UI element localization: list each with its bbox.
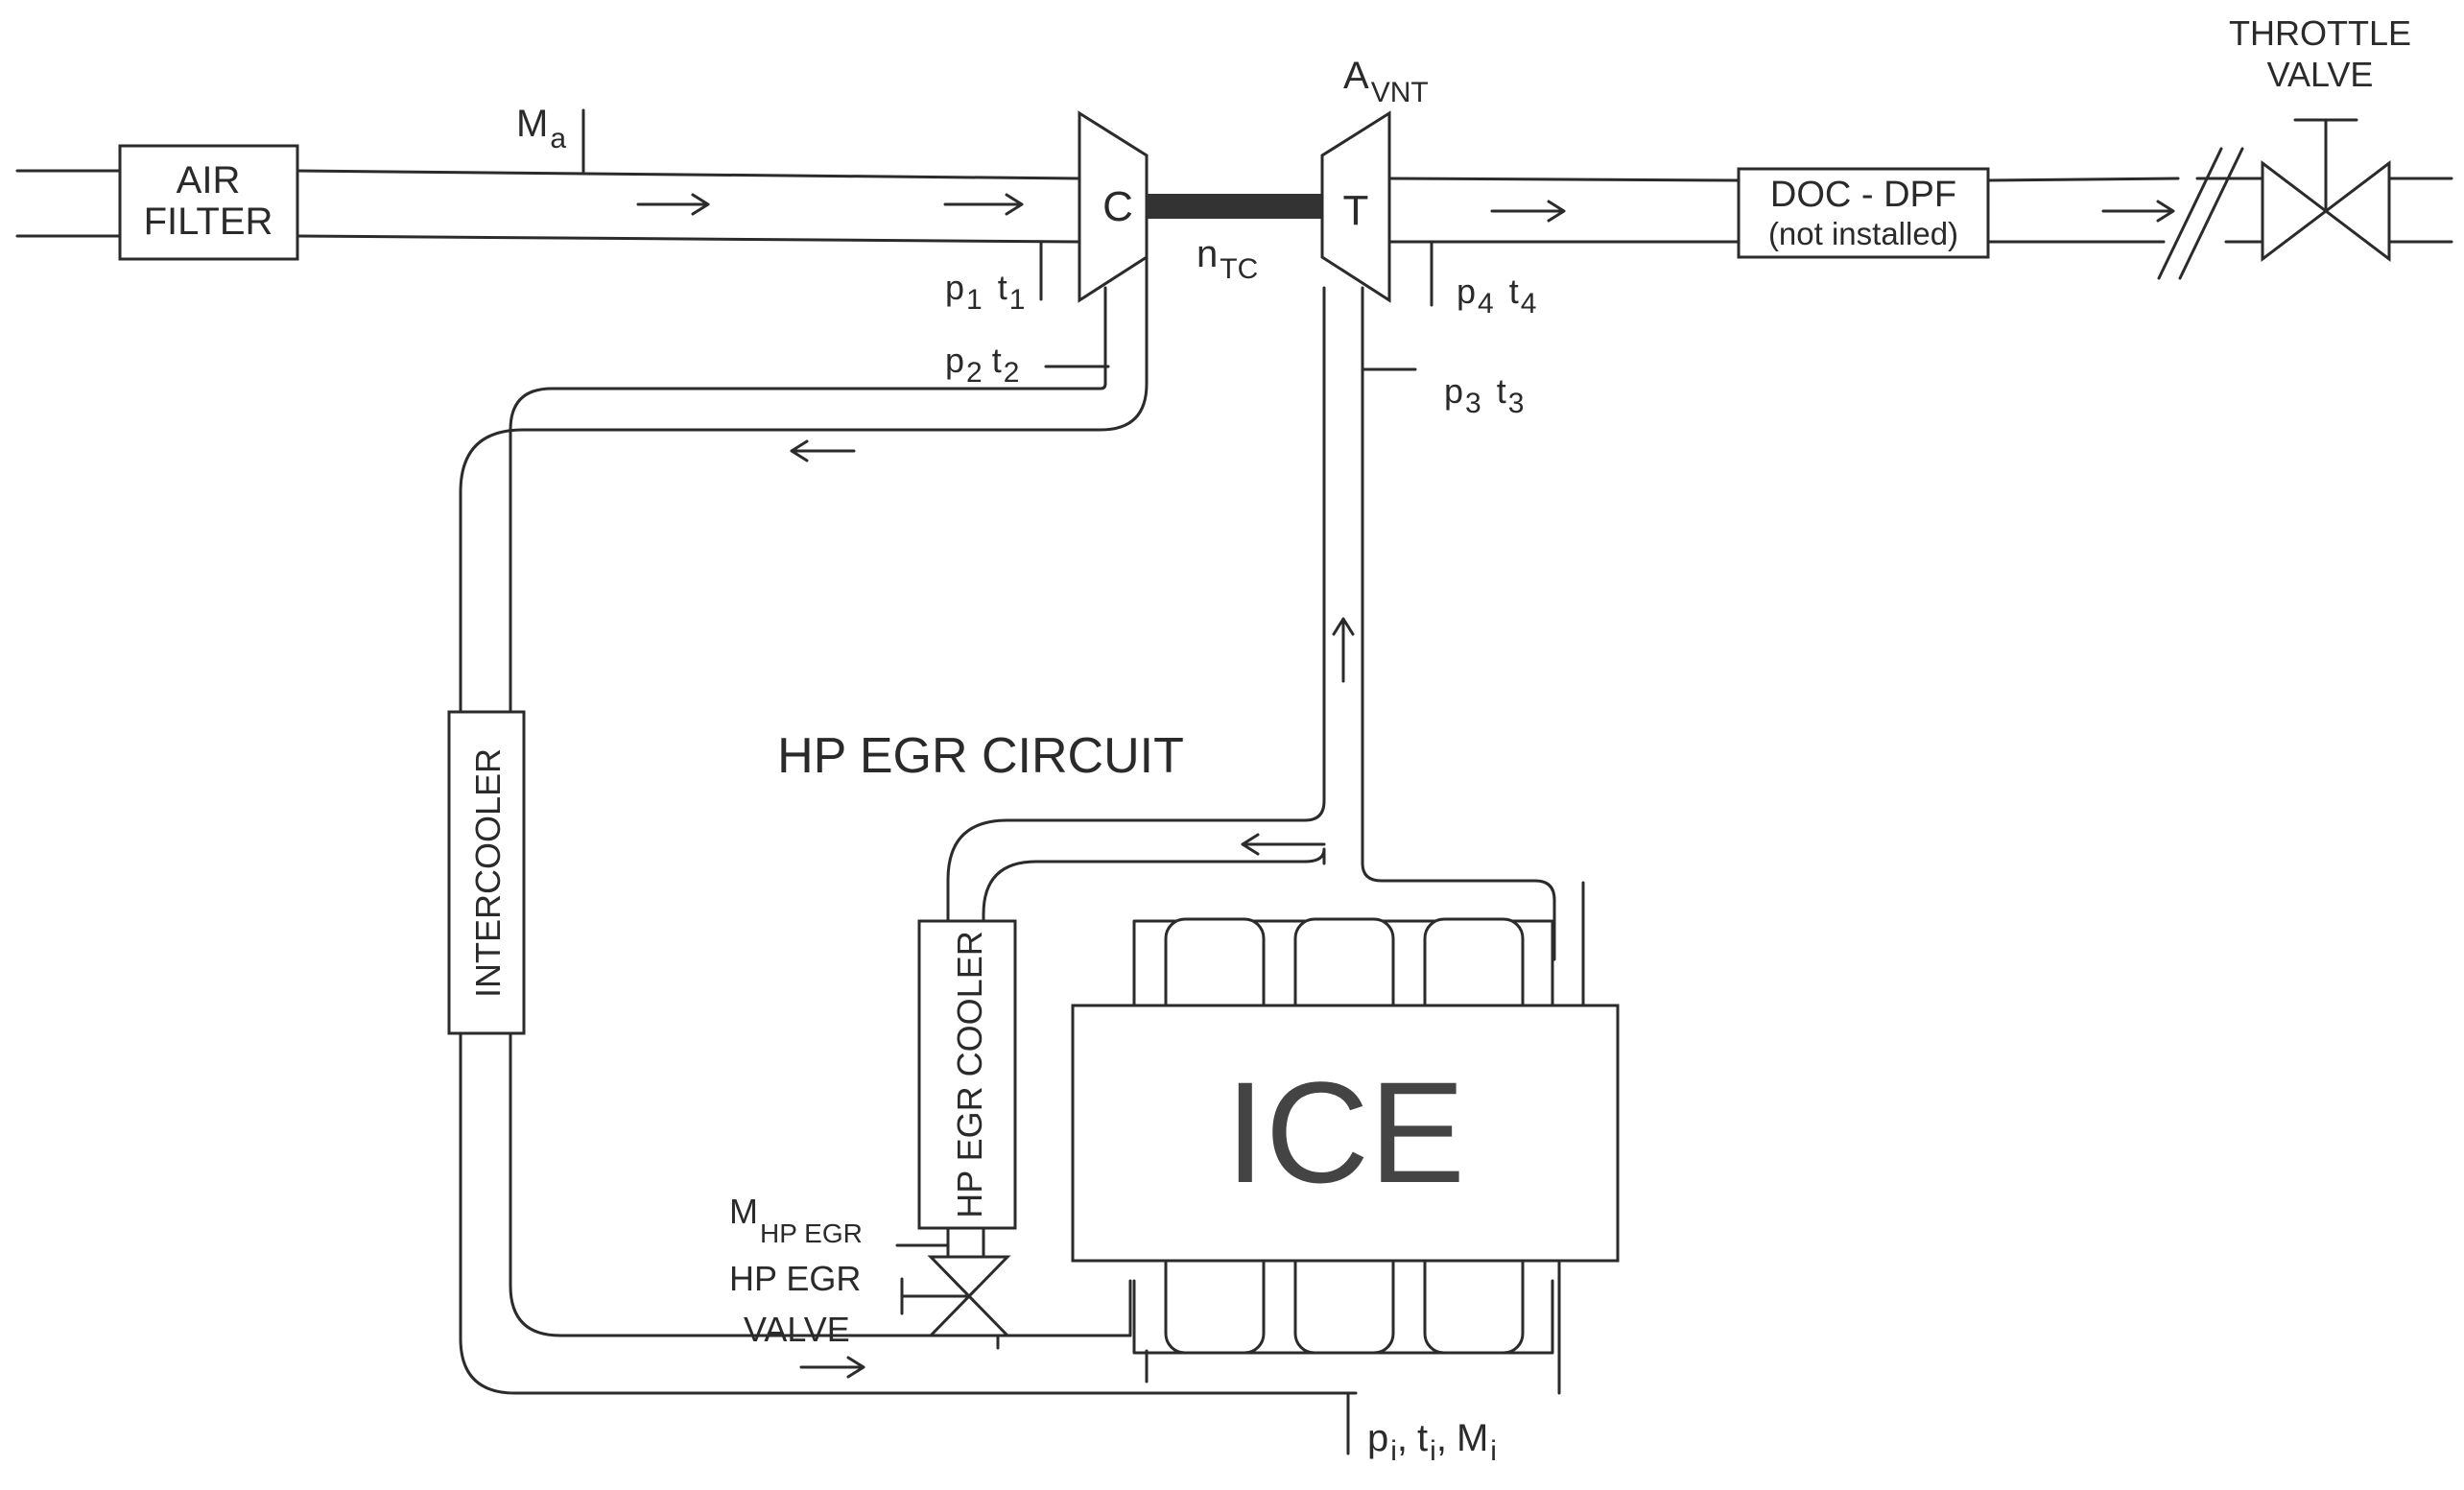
exhaust-manifold-pipe <box>946 286 1556 961</box>
throttle-valve-label-line1: THROTTLE <box>2229 13 2411 53</box>
ntc-label: nTC <box>1196 233 1258 285</box>
turbocharger-shaft <box>1147 194 1322 219</box>
intercooler-label: INTERCOOLER <box>468 748 508 998</box>
ma-label: Ma <box>516 103 566 154</box>
turbine: T <box>1320 110 1391 303</box>
flow-arrow-exhaust-1 <box>1490 200 1566 223</box>
flow-arrow-to-turbine <box>1332 617 1355 683</box>
air-filter: AIR FILTER <box>118 144 299 261</box>
throttle-valve: THROTTLE VALVE <box>2229 13 2411 263</box>
intake-manifold <box>1128 1279 1149 1384</box>
flow-arrow-exhaust-2 <box>2101 200 2175 223</box>
pipe-break-symbol <box>2157 147 2244 280</box>
flow-arrow-egr <box>1241 833 1326 856</box>
air-filter-label-line2: FILTER <box>144 201 273 243</box>
hp-egr-circuit-label: HP EGR CIRCUIT <box>777 728 1184 784</box>
egr-valve-pipes <box>946 1226 1000 1350</box>
hp-egr-cooler: HP EGR COOLER <box>917 919 1017 1230</box>
avnt-label: AVNT <box>1343 55 1429 108</box>
turbine-label: T <box>1343 187 1369 234</box>
flow-arrow-intake-1 <box>636 193 710 216</box>
m-hpegr-label: MHP EGR <box>729 1192 863 1248</box>
pi-ti-mi-label: pi,ti,Mi <box>1367 1417 1497 1467</box>
flow-arrow-to-intake-manifold <box>799 1356 865 1379</box>
doc-dpf-label-line2: (not installed) <box>1768 216 1958 251</box>
ice-label: ICE <box>1225 1052 1465 1213</box>
hp-egr-valve-label-line2: VALVE <box>744 1310 850 1349</box>
air-filter-label-line1: AIR <box>177 159 241 201</box>
intake-pipe <box>15 169 1081 244</box>
doc-dpf-box: DOC - DPF (not installed) <box>1737 167 1990 259</box>
hp-egr-cooler-label: HP EGR COOLER <box>950 931 989 1218</box>
throttle-valve-label-line2: VALVE <box>2267 55 2374 94</box>
compressor: C <box>1078 110 1149 303</box>
flow-arrow-intake-2 <box>943 193 1024 216</box>
intercooler: INTERCOOLER <box>447 710 526 1035</box>
compressor-label: C <box>1102 183 1133 230</box>
charge-air-pipe <box>459 255 1358 1395</box>
internal-combustion-engine: ICE <box>1071 1004 1620 1263</box>
hp-egr-valve: HP EGR VALVE <box>729 1255 1011 1349</box>
hp-egr-valve-label-line1: HP EGR <box>729 1259 861 1298</box>
flow-arrow-to-intercooler <box>790 439 856 462</box>
doc-dpf-label-line1: DOC - DPF <box>1770 175 1956 215</box>
